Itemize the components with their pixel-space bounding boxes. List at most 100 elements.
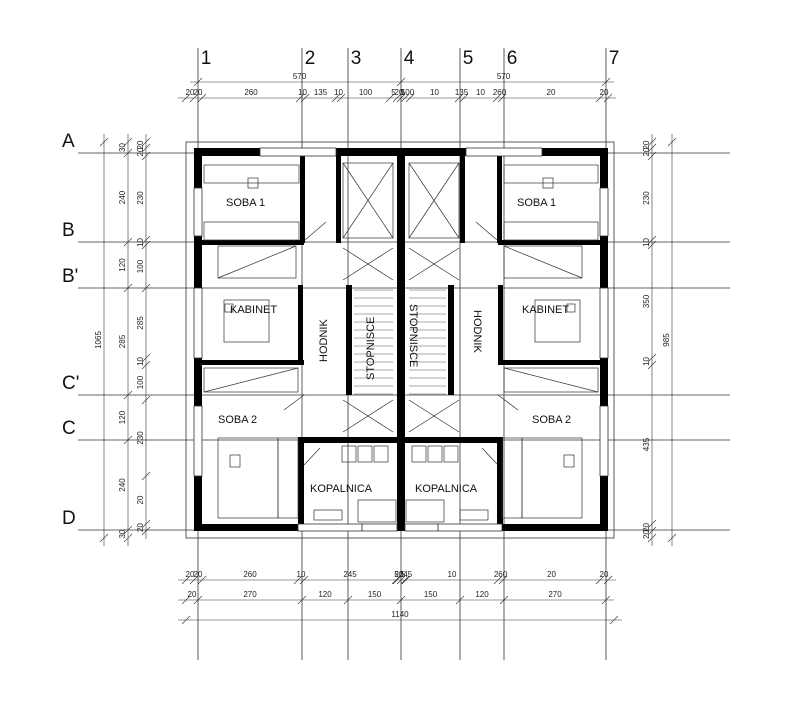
dim-tick <box>396 93 406 103</box>
dim-tick <box>123 533 133 543</box>
dim-tick <box>297 595 307 605</box>
label-soba2-right: SOBA 2 <box>532 414 571 426</box>
desk-soba1-left <box>203 221 300 241</box>
window-left-3 <box>193 405 203 477</box>
dim-tick <box>123 390 133 400</box>
dim-tick <box>99 137 109 147</box>
dim-tick <box>498 575 508 585</box>
dim-label: 285 <box>136 316 145 330</box>
dim-tick <box>123 148 133 158</box>
dim-tick <box>405 93 415 103</box>
wall-stair-left <box>346 285 352 395</box>
dim-label: 570 <box>293 72 307 81</box>
window-top-right <box>465 147 543 157</box>
dim-tick <box>299 575 309 585</box>
bed-soba2-right <box>521 437 583 519</box>
dim-label: 20 <box>136 523 145 532</box>
dim-tick <box>603 575 613 585</box>
dim-tick <box>601 595 611 605</box>
lamp-soba2-right <box>563 454 575 468</box>
dim-label: 230 <box>642 191 651 205</box>
wall-left-low <box>194 358 202 406</box>
dim-label: 5 <box>394 570 399 579</box>
dim-label: 30 <box>118 529 127 538</box>
dim-tick <box>385 93 395 103</box>
dim-tick <box>141 240 151 250</box>
label-hodnik-right: HODNIK <box>471 310 483 353</box>
bath-fixture-left-2 <box>357 445 373 463</box>
dim-tick <box>595 93 605 103</box>
dim-tick <box>293 575 303 585</box>
dim-label: 20 <box>136 140 145 149</box>
stair-treads <box>354 289 446 395</box>
dim-label: 20 <box>642 147 651 156</box>
wall-right-bottom <box>600 476 608 531</box>
grid-col-label: 4 <box>404 48 415 69</box>
dim-label: 120 <box>118 258 127 272</box>
window-left-2 <box>193 287 203 359</box>
grid-col-label: 3 <box>351 48 362 69</box>
dim-label: 5 <box>391 88 396 97</box>
label-kopalnica-left: KOPALNICA <box>310 483 373 495</box>
wall-left-mid <box>194 236 202 288</box>
dim-label: 10 <box>297 570 306 579</box>
dim-tick <box>667 137 677 147</box>
dim-label: 230 <box>136 431 145 445</box>
dim-label: 20 <box>136 147 145 156</box>
dim-tick <box>459 93 469 103</box>
dim-tick <box>392 93 402 103</box>
label-kabinet-left: KABINET <box>230 304 277 316</box>
lamp-kabinet-left <box>224 303 234 313</box>
lamp-soba1-right <box>542 177 554 189</box>
dim-tick <box>141 471 151 481</box>
shaft-left <box>342 162 394 239</box>
dim-label: 20 <box>642 523 651 532</box>
wall-v2-top <box>300 148 305 243</box>
desk-kabinet-left <box>223 299 270 343</box>
dim-tick <box>141 283 151 293</box>
wall-right-mid <box>600 236 608 288</box>
dim-label: 20 <box>395 88 404 97</box>
dim-label: 30 <box>118 143 127 152</box>
label-soba1-right: SOBA 1 <box>517 197 556 209</box>
dim-label: 10 <box>642 357 651 366</box>
dim-tick <box>181 93 191 103</box>
dim-label: 100 <box>136 375 145 389</box>
wall-top-right <box>542 148 608 156</box>
dim-tick <box>141 235 151 245</box>
dim-label: 1140 <box>391 610 409 619</box>
dim-tick <box>396 595 406 605</box>
dim-label: 100 <box>359 88 373 97</box>
dim-tick <box>300 93 310 103</box>
wall-shaft-right <box>460 148 465 243</box>
dim-tick <box>609 615 619 625</box>
dim-label: 245 <box>343 570 357 579</box>
grid-row-label: C <box>62 418 76 439</box>
dim-label: 260 <box>244 88 258 97</box>
dim-label: 135 <box>314 88 328 97</box>
wall-v2-mid <box>298 285 303 365</box>
wall-party <box>397 148 405 531</box>
dim-label: 20 <box>194 570 203 579</box>
dim-label: 20 <box>600 88 609 97</box>
dim-tick <box>141 519 151 529</box>
dim-tick <box>400 575 410 585</box>
dim-tick <box>454 93 464 103</box>
walls <box>194 148 608 531</box>
bath-fixture-left-3 <box>373 445 389 463</box>
dim-tick <box>99 533 109 543</box>
dim-label: 10 <box>642 238 651 247</box>
dim-tick <box>647 143 657 153</box>
dim-label: 20 <box>642 140 651 149</box>
dim-label: 150 <box>368 590 382 599</box>
dim-label: 150 <box>424 590 438 599</box>
dim-label: 1065 <box>94 331 103 349</box>
dim-tick <box>141 143 151 153</box>
lamp-soba1-left <box>247 177 259 189</box>
dim-label: 260 <box>494 570 508 579</box>
wall-bottom-right <box>502 524 608 531</box>
label-hodnik-left: HODNIK <box>318 319 330 362</box>
label-soba2-left: SOBA 2 <box>218 414 257 426</box>
closet-c-right <box>503 367 599 393</box>
